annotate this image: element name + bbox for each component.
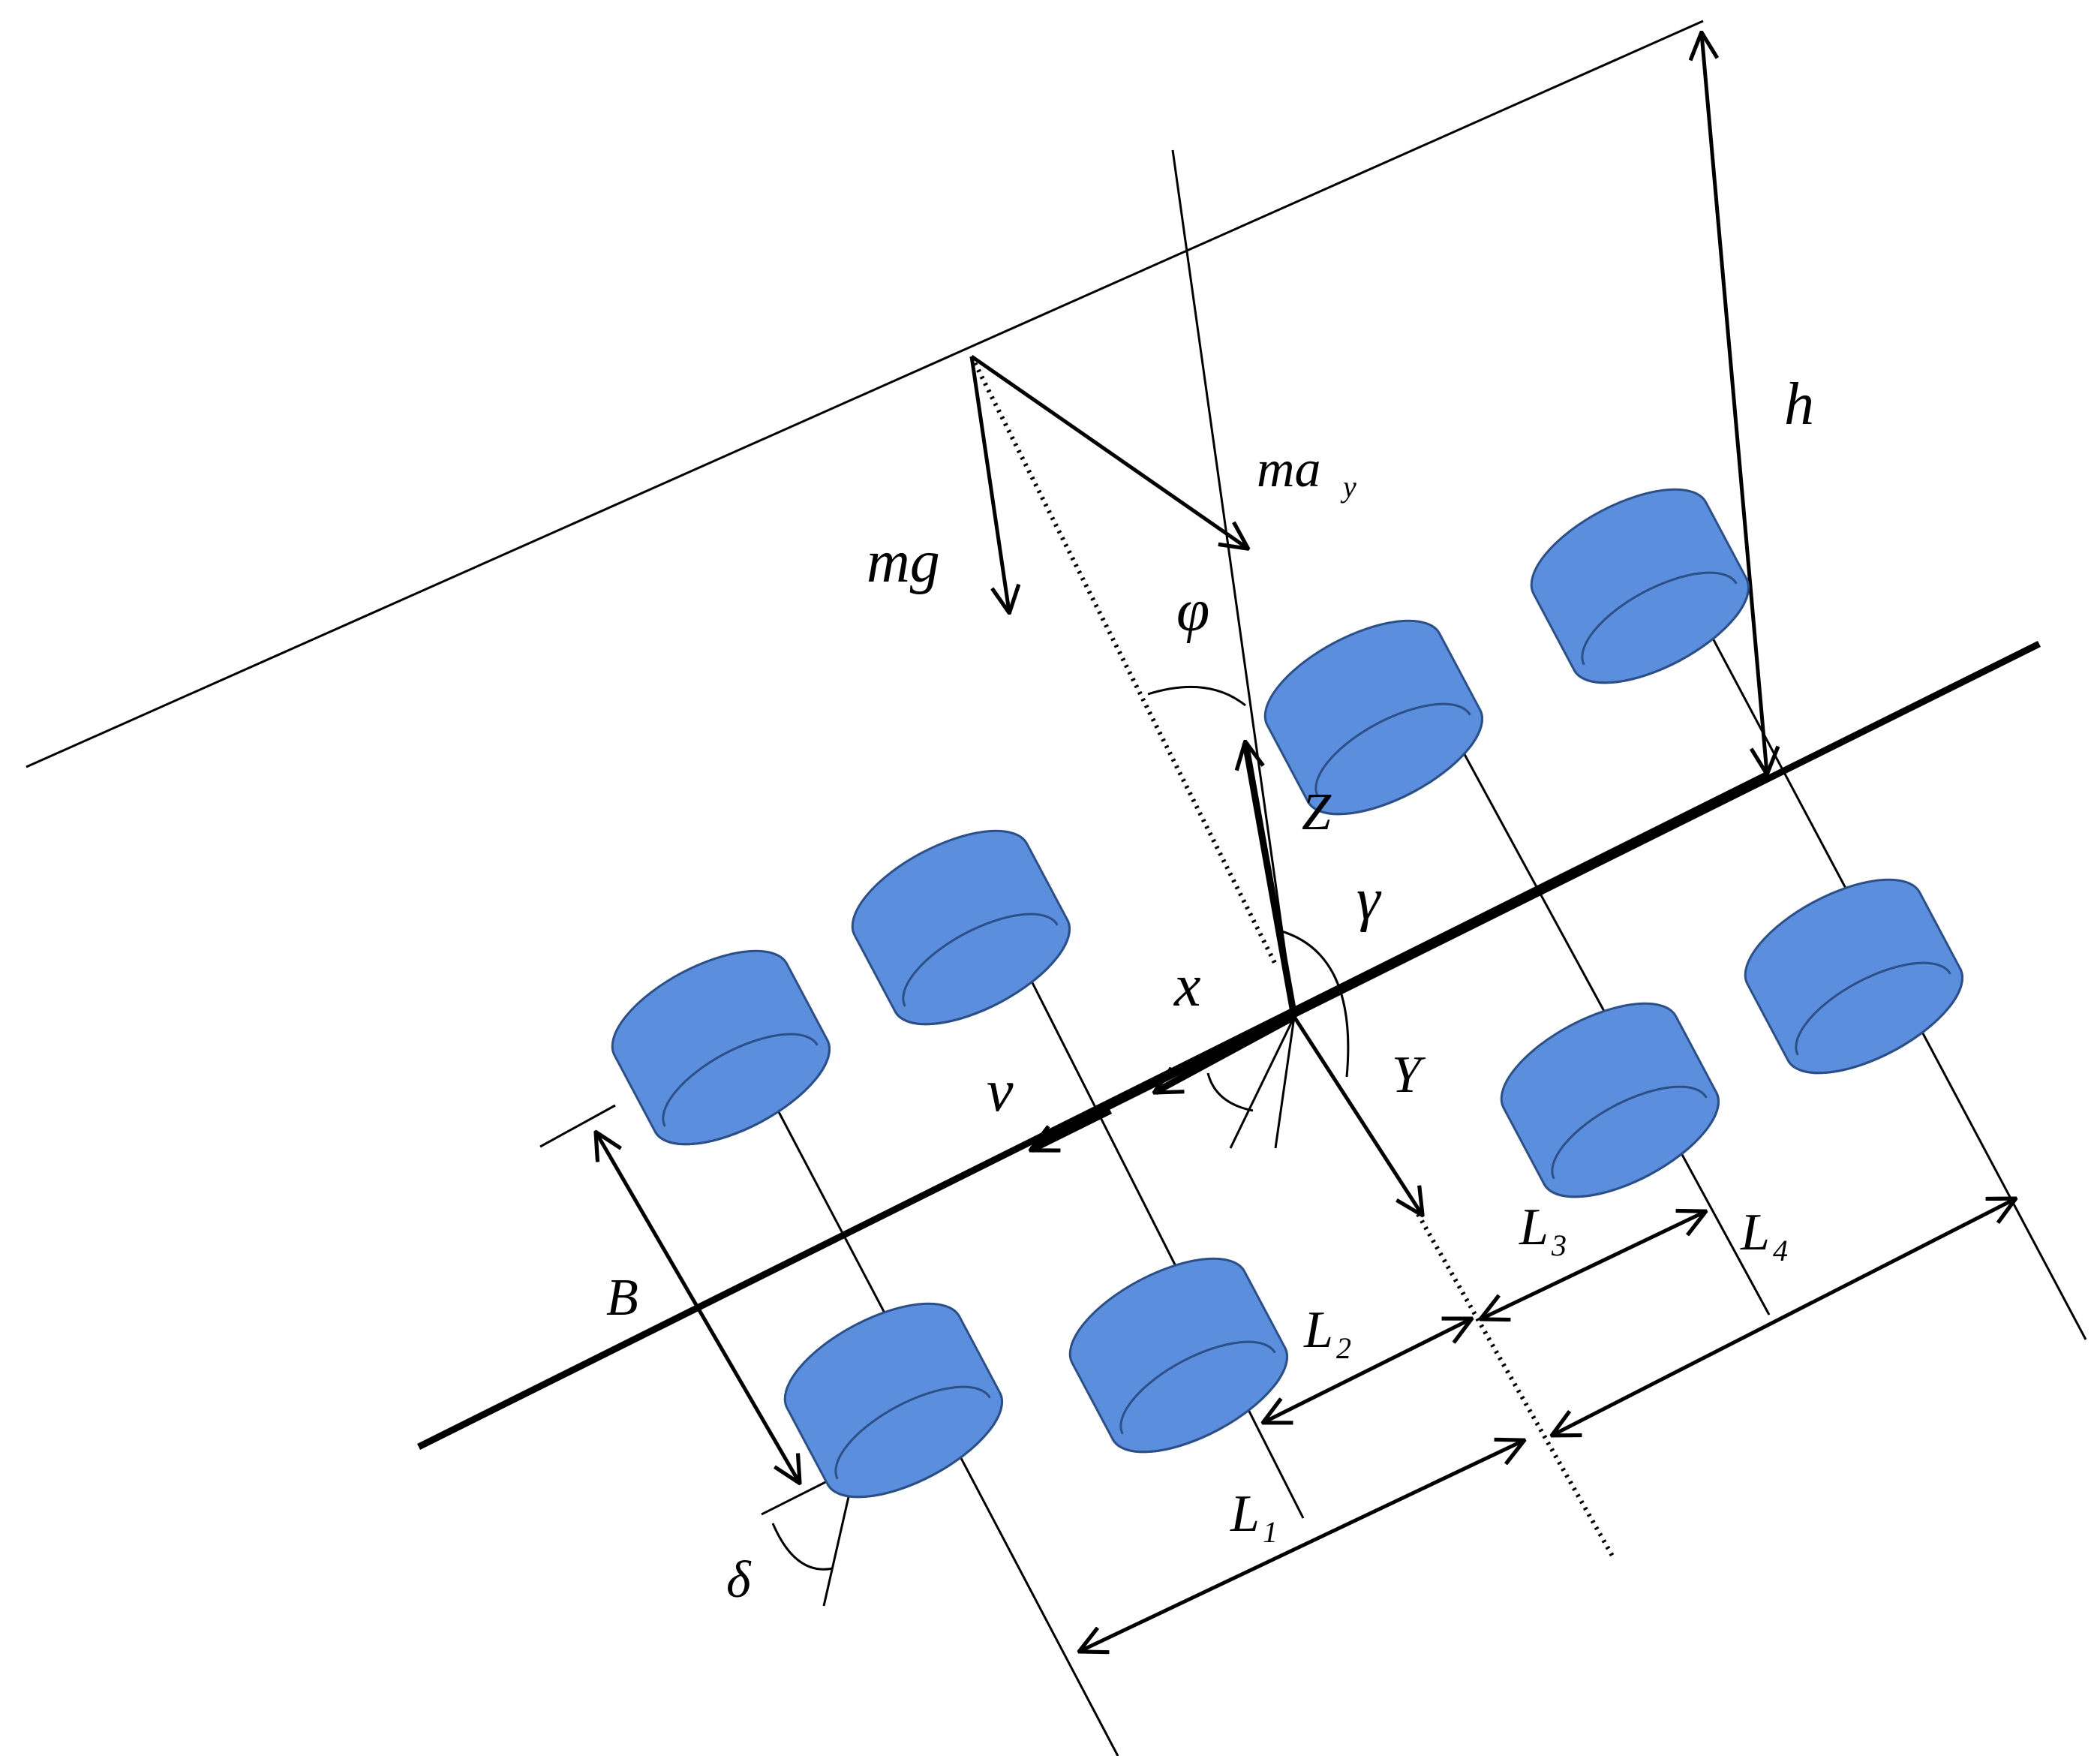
label-L1-sub: 1 xyxy=(1263,1515,1278,1549)
label-Y: Y xyxy=(1392,1046,1426,1104)
label-L2-sub: 2 xyxy=(1336,1331,1351,1365)
delta-arc xyxy=(771,1523,834,1571)
label-may: ma xyxy=(1257,441,1321,498)
cylinder-wheel-icon xyxy=(783,1302,1004,1499)
z-axis-arrow xyxy=(1245,743,1298,1018)
steer-arc xyxy=(1206,1072,1254,1112)
y-axis-arrow xyxy=(1292,1015,1422,1214)
h-dimension-arrow xyxy=(1702,34,1767,773)
l3-dimension-arrow xyxy=(1482,1212,1705,1319)
steer-line-b xyxy=(1274,1016,1296,1149)
label-B: B xyxy=(606,1269,638,1327)
label-L4: L xyxy=(1740,1204,1770,1261)
l2-dimension-arrow xyxy=(1264,1319,1471,1422)
label-L3: L xyxy=(1519,1198,1549,1256)
label-delta: δ xyxy=(726,1551,752,1609)
label-L4-sub: 4 xyxy=(1773,1234,1788,1267)
label-v: v xyxy=(987,1058,1014,1124)
cylinder-wheel-icon xyxy=(1744,878,1964,1075)
dotted-lateral-axis xyxy=(1416,1213,1615,1559)
b-dimension-arrow xyxy=(596,1133,799,1482)
label-L3-sub: 3 xyxy=(1551,1228,1567,1262)
upper-plane-line xyxy=(26,20,1704,768)
x-axis-arrow xyxy=(1155,1014,1296,1095)
dotted-cg-line xyxy=(969,355,1278,966)
cylinder-wheel-icon xyxy=(851,829,1071,1026)
label-x: x xyxy=(1173,953,1201,1019)
label-may-sub: y xyxy=(1340,470,1356,504)
v-arrow xyxy=(1032,1107,1112,1153)
cylinder-wheel-icon xyxy=(1263,619,1484,816)
cylinder-wheel-icon xyxy=(1068,1257,1289,1454)
axle-line-2 xyxy=(1019,958,1305,1519)
label-Z: Z xyxy=(1302,783,1332,841)
phi-arc xyxy=(1147,685,1246,707)
mg-arrow xyxy=(969,356,1009,612)
label-gamma: γ xyxy=(1356,867,1382,933)
label-h: h xyxy=(1784,371,1814,437)
label-mg: mg xyxy=(867,529,940,595)
track-line-top xyxy=(539,1104,616,1148)
gamma-arc xyxy=(1278,929,1350,1078)
l4-dimension-arrow xyxy=(1553,1199,2014,1435)
label-L2: L xyxy=(1303,1301,1333,1359)
label-L1: L xyxy=(1230,1485,1260,1543)
axle-line-3 xyxy=(1432,696,1771,1315)
cylinder-wheel-icon xyxy=(611,949,831,1146)
may-arrow xyxy=(970,354,1247,548)
l1-dimension-arrow xyxy=(1080,1441,1523,1651)
cylinder-wheel-icon xyxy=(1530,488,1750,684)
steer-line-a xyxy=(1229,1016,1296,1149)
label-phi: φ xyxy=(1176,578,1209,644)
wheels-group xyxy=(611,488,1964,1499)
cylinder-wheel-icon xyxy=(1500,1002,1720,1198)
z-axis-line xyxy=(1171,149,1296,1018)
